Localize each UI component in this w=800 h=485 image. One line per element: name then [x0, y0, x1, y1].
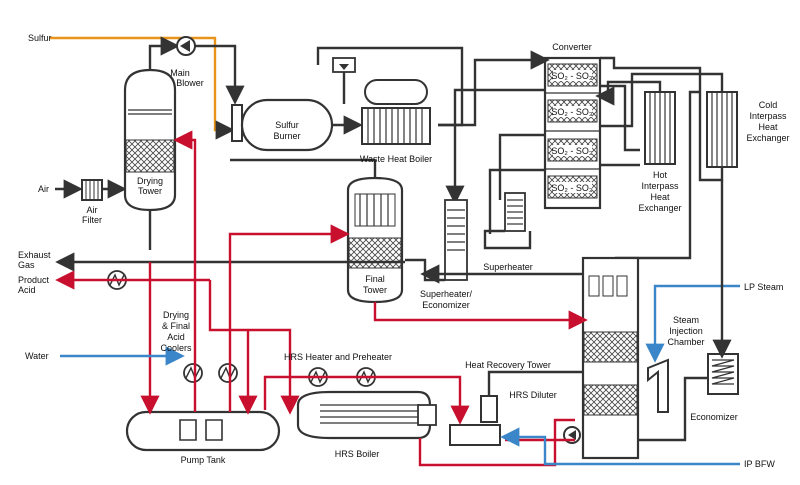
- hrs-boiler: [296, 390, 437, 440]
- label-lp-steam: LP Steam: [744, 282, 783, 292]
- label-hrs-heater: HRS Heater and Preheater: [284, 352, 392, 362]
- label-cold-ihx-3: Heat: [758, 122, 778, 132]
- label-steam-injection-3: Chamber: [667, 337, 704, 347]
- hot-interpass-heat-exchanger: [644, 91, 676, 165]
- equipment-labels: Main Blower Air Filter Drying Tower Sulf…: [82, 42, 790, 465]
- label-acid-coolers-1: Drying: [163, 310, 189, 320]
- label-cold-ihx-2: Interpass: [749, 111, 787, 121]
- label-air: Air: [38, 184, 49, 194]
- label-drying-tower-1: Drying: [137, 176, 163, 186]
- label-superheater-econ-2: Economizer: [422, 300, 470, 310]
- label-product-1: Product: [18, 275, 50, 285]
- hrs-diluter: [449, 370, 583, 446]
- label-heat-recovery-tower: Heat Recovery Tower: [465, 360, 551, 370]
- label-ip-bfw: IP BFW: [744, 459, 775, 469]
- label-cold-ihx-4: Exchanger: [746, 133, 789, 143]
- label-acid-coolers-3: Acid: [167, 332, 185, 342]
- label-pump-tank: Pump Tank: [181, 455, 226, 465]
- label-sulfur-burner-1: Sulfur: [275, 120, 299, 130]
- label-sulfur-burner-2: Burner: [273, 131, 300, 141]
- drying-tower: [123, 52, 177, 212]
- main-blower: [148, 36, 245, 105]
- label-hot-ihx-2: Interpass: [641, 181, 679, 191]
- label-hrs-boiler: HRS Boiler: [335, 449, 380, 459]
- stream-labels: Sulfur Air Exhaust Gas Product Acid Wate…: [18, 33, 783, 469]
- label-economizer: Economizer: [690, 412, 738, 422]
- label-main-blower-2: Blower: [176, 78, 204, 88]
- cold-interpass-heat-exchanger: [706, 91, 738, 168]
- label-hrs-diluter: HRS Diluter: [509, 390, 557, 400]
- label-superheater: Superheater: [483, 262, 533, 272]
- air-filter: [81, 179, 103, 201]
- superheater-economizer: [405, 199, 468, 282]
- sulfur-burner: [231, 98, 363, 152]
- label-water: Water: [25, 351, 49, 361]
- label-waste-heat-boiler: Waste Heat Boiler: [360, 154, 432, 164]
- steam-injection-chamber: [645, 284, 740, 413]
- label-sulfur: Sulfur: [28, 33, 52, 43]
- label-superheater-econ-1: Superheater/: [420, 289, 473, 299]
- label-steam-injection-2: Injection: [669, 326, 703, 336]
- pump-tank: [125, 410, 281, 452]
- label-main-blower-1: Main: [170, 68, 190, 78]
- heat-recovery-tower: [563, 256, 640, 460]
- converter-bed-4: SO₂ - SO₃: [551, 183, 592, 193]
- label-steam-injection-1: Steam: [673, 315, 699, 325]
- label-acid-coolers-4: Coolers: [160, 343, 192, 353]
- label-final-tower-2: Tower: [363, 285, 387, 295]
- label-converter: Converter: [552, 42, 592, 52]
- economizer: [638, 180, 739, 442]
- acid-lines: [55, 130, 588, 467]
- label-final-tower-1: Final: [365, 274, 385, 284]
- superheater: [483, 192, 532, 250]
- label-cold-ihx-1: Cold: [759, 100, 778, 110]
- process-gas-lines: [55, 90, 700, 284]
- label-hot-ihx-4: Exchanger: [638, 203, 681, 213]
- label-drying-tower-2: Tower: [138, 186, 162, 196]
- converter-bed-2: SO₂ - SO₃: [551, 107, 592, 117]
- label-exhaust-2: Gas: [18, 260, 35, 270]
- label-hot-ihx-3: Heat: [650, 192, 670, 202]
- label-air-filter-2: Filter: [82, 215, 102, 225]
- label-acid-coolers-2: & Final: [162, 321, 190, 331]
- converter: [543, 56, 602, 210]
- converter-bed-3: SO₂ - SO₃: [551, 146, 592, 156]
- sulfur-line: [50, 36, 235, 140]
- label-exhaust-1: Exhaust: [18, 250, 51, 260]
- converter-bed-1: SO₂ - SO₃: [551, 71, 592, 81]
- label-air-filter-1: Air: [87, 205, 98, 215]
- converter-gas-piping: [438, 50, 724, 234]
- water-lines: [60, 346, 740, 466]
- label-hot-ihx-1: Hot: [653, 170, 668, 180]
- final-tower: [346, 160, 404, 304]
- waste-heat-boiler: [316, 46, 464, 145]
- label-product-2: Acid: [18, 285, 36, 295]
